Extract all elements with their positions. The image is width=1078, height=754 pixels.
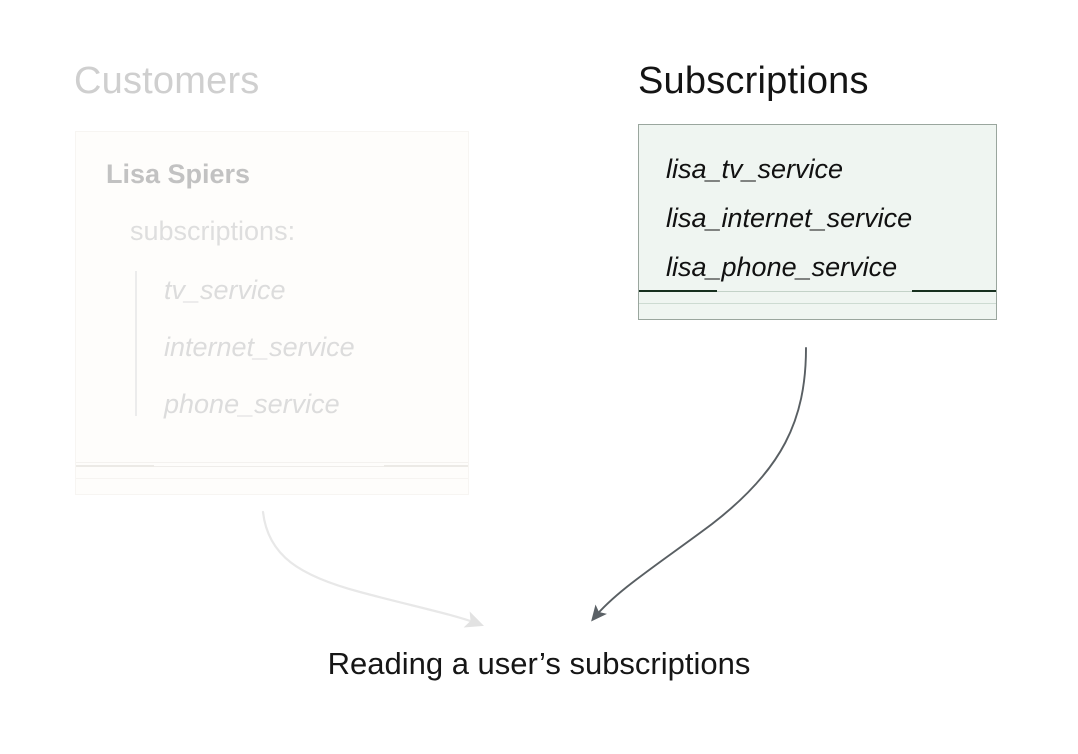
- list-item[interactable]: lisa_phone_service: [666, 252, 898, 282]
- customer-subscriptions-field-label: subscriptions:: [130, 216, 296, 246]
- divider-segment-right: [912, 290, 996, 292]
- divider-rule: [76, 478, 468, 479]
- subscriptions-panel[interactable]: lisa_tv_service lisa_internet_service li…: [638, 124, 997, 320]
- list-item[interactable]: phone_service: [164, 389, 340, 419]
- list-item[interactable]: internet_service: [164, 332, 355, 362]
- divider-rule: [639, 303, 996, 304]
- subscriptions-panel-title: Subscriptions: [638, 60, 869, 102]
- divider-segment-right: [384, 465, 468, 467]
- subscription-key-list: lisa_tv_service lisa_internet_service li…: [666, 145, 912, 292]
- customers-panel[interactable]: Lisa Spiers subscriptions: tv_service in…: [75, 131, 469, 495]
- list-item[interactable]: tv_service: [164, 275, 286, 305]
- divider-segment-left: [76, 465, 154, 467]
- subscriptions-panel-footer-rules: [639, 277, 996, 319]
- customer-subscription-list: tv_service internet_service phone_servic…: [164, 262, 355, 433]
- diagram-caption: Reading a user’s subscriptions: [327, 646, 751, 681]
- list-item[interactable]: lisa_internet_service: [666, 203, 913, 233]
- customers-panel-footer-rules: [76, 454, 468, 494]
- arrow-customers-to-caption: [261, 510, 484, 628]
- divider-rule: [639, 291, 996, 292]
- customers-panel-title: Customers: [74, 60, 260, 102]
- list-item[interactable]: lisa_tv_service: [666, 154, 844, 184]
- divider-segment-left: [639, 290, 717, 292]
- arrow-subscriptions-to-caption: [591, 347, 807, 622]
- nesting-bar: [135, 271, 137, 416]
- divider-rule: [76, 466, 468, 467]
- divider-rule: [76, 462, 468, 463]
- customer-record-name: Lisa Spiers: [106, 159, 251, 189]
